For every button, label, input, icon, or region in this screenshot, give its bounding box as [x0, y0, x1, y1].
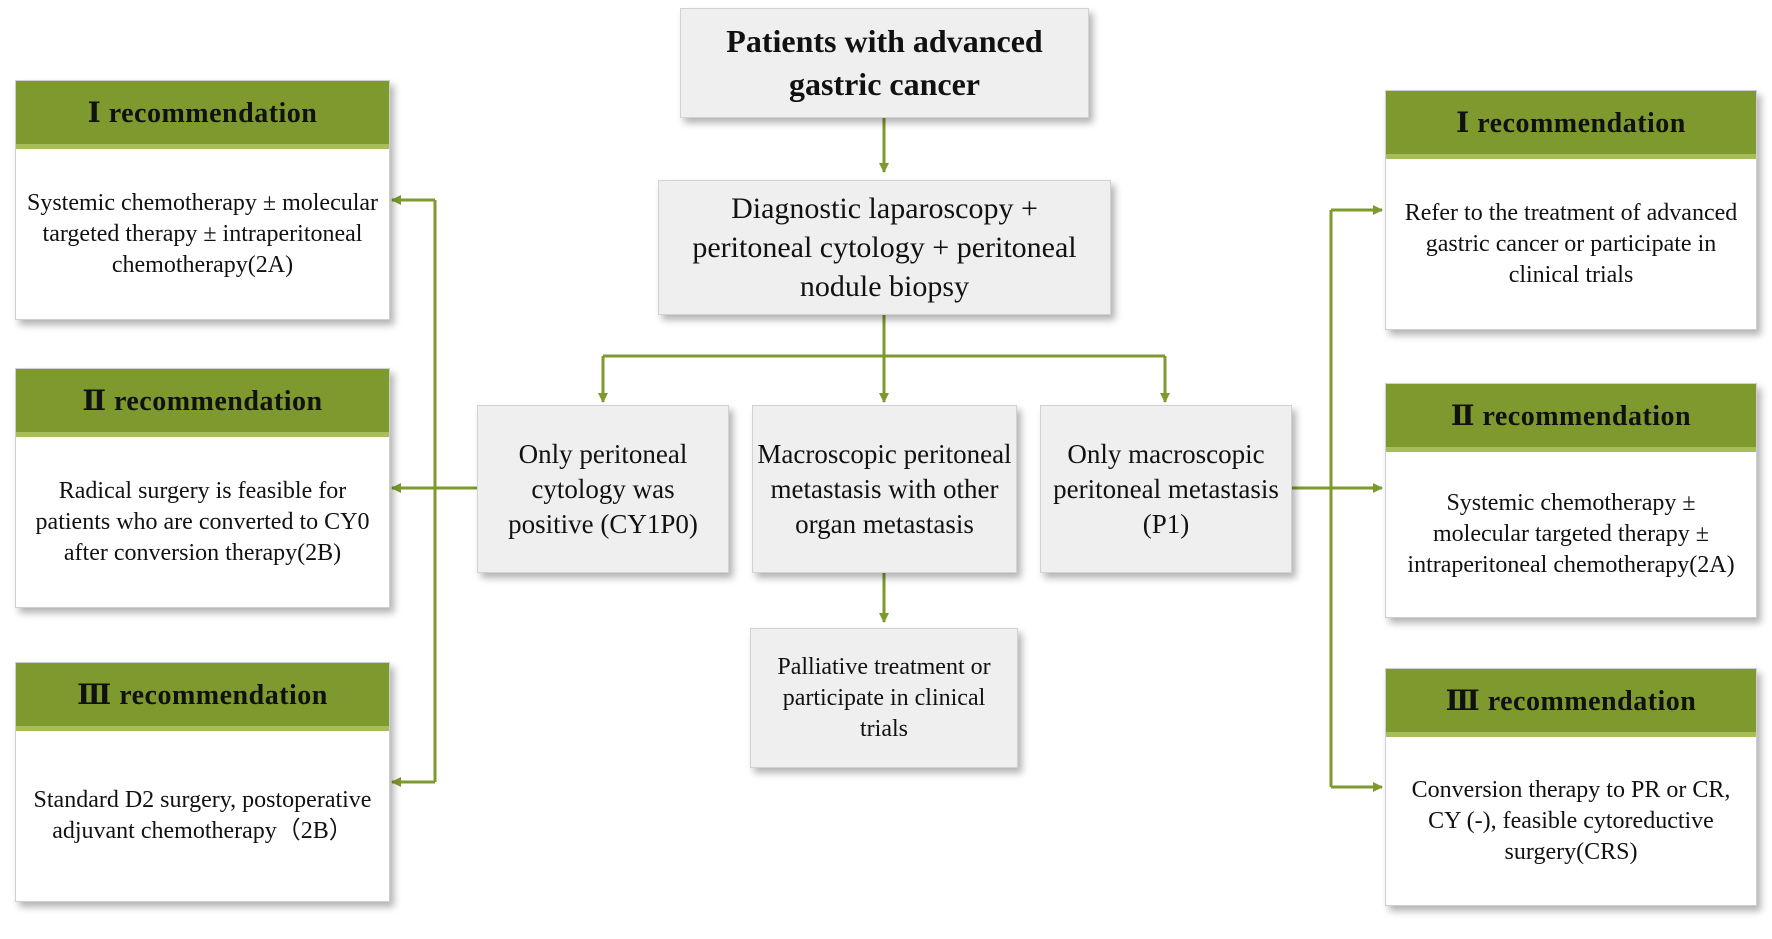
- left-recommendation-2-heading: Ⅱ recommendation: [16, 369, 389, 437]
- right-recommendation-2: Ⅱ recommendation Systemic chemotherapy ±…: [1385, 383, 1757, 618]
- branch-macro-with-organ-text: Macroscopic peritoneal metastasis with o…: [757, 438, 1012, 539]
- right-recommendation-2-heading: Ⅱ recommendation: [1386, 384, 1756, 452]
- branch-macro-only-text: Only macroscopic peritoneal metastasis (…: [1053, 438, 1279, 539]
- left-recommendation-1: Ⅰ recommendation Systemic chemotherapy ±…: [15, 80, 390, 320]
- left-recommendation-1-text: Systemic chemotherapy ± molecular target…: [26, 189, 379, 278]
- right-recommendation-3-heading: Ⅲ recommendation: [1386, 669, 1756, 737]
- left-recommendation-3-heading: Ⅲ recommendation: [16, 663, 389, 731]
- left-recommendation-2-text: Radical surgery is feasible for patients…: [35, 477, 370, 566]
- right-recommendation-1: Ⅰ recommendation Refer to the treatment …: [1385, 90, 1757, 330]
- right-recommendation-3: Ⅲ recommendation Conversion therapy to P…: [1385, 668, 1757, 906]
- right-recommendation-1-text: Refer to the treatment of advanced gastr…: [1404, 199, 1738, 288]
- branch-cytology-positive: Only peritoneal cytology was positive (C…: [477, 405, 729, 573]
- patients-box-text: Patients with advanced gastric cancer: [726, 23, 1043, 102]
- left-recommendation-3-text: Standard D2 surgery, postoperative adjuv…: [33, 787, 372, 844]
- branch-macro-only: Only macroscopic peritoneal metastasis (…: [1040, 405, 1292, 573]
- laparoscopy-box-text: Diagnostic laparoscopy + peritoneal cyto…: [692, 192, 1077, 303]
- left-recommendation-3: Ⅲ recommendation Standard D2 surgery, po…: [15, 662, 390, 902]
- right-recommendation-2-text: Systemic chemotherapy ± molecular target…: [1407, 490, 1735, 578]
- patients-box: Patients with advanced gastric cancer: [680, 8, 1089, 118]
- left-recommendation-1-heading: Ⅰ recommendation: [16, 81, 389, 149]
- palliative-box-text: Palliative treatment or participate in c…: [777, 653, 991, 742]
- laparoscopy-box: Diagnostic laparoscopy + peritoneal cyto…: [658, 180, 1111, 315]
- palliative-box: Palliative treatment or participate in c…: [750, 628, 1018, 768]
- right-recommendation-1-heading: Ⅰ recommendation: [1386, 91, 1756, 159]
- left-recommendation-2: Ⅱ recommendation Radical surgery is feas…: [15, 368, 390, 608]
- branch-cytology-positive-text: Only peritoneal cytology was positive (C…: [508, 438, 698, 539]
- branch-macro-with-organ: Macroscopic peritoneal metastasis with o…: [752, 405, 1017, 573]
- right-recommendation-3-text: Conversion therapy to PR or CR, CY (-), …: [1411, 776, 1731, 865]
